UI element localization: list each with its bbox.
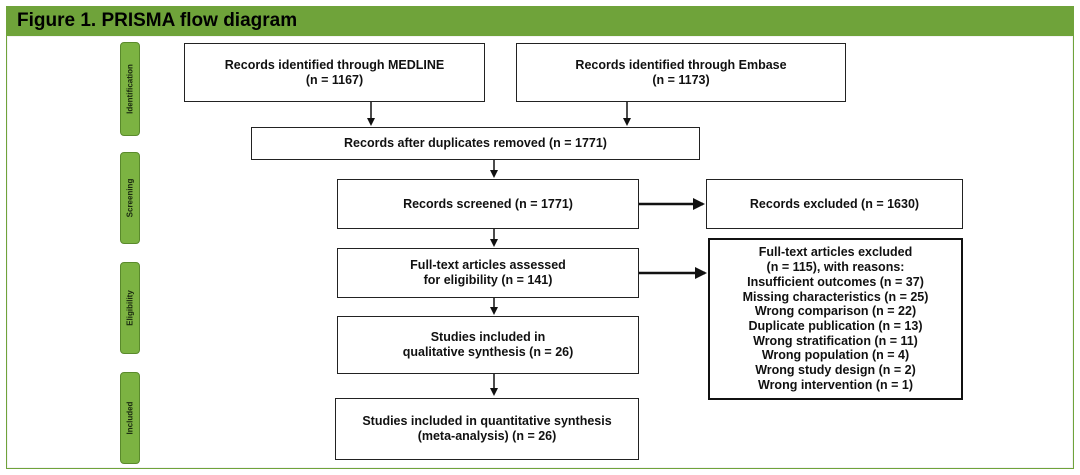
box-embase: Records identified through Embase (n = 1… xyxy=(516,43,846,102)
box-quantitative-synthesis: Studies included in quantitative synthes… xyxy=(335,398,639,460)
figure-title: Figure 1. PRISMA flow diagram xyxy=(17,10,298,31)
box-fulltext-assessed-line2: for eligibility (n = 141) xyxy=(423,273,553,287)
box-quantitative-line2: (meta-analysis) (n = 26) xyxy=(417,429,557,443)
box-records-screened: Records screened (n = 1771) xyxy=(337,179,639,229)
box-qualitative-line2: qualitative synthesis (n = 26) xyxy=(402,345,574,359)
phase-label-included: Included xyxy=(120,372,140,464)
phase-label-screening: Screening xyxy=(120,152,140,244)
box-medline-line2: (n = 1167) xyxy=(305,72,364,87)
phase-label-identification: Identification xyxy=(120,42,140,136)
fulltext-excluded-title: Full-text articles excluded xyxy=(758,245,913,260)
reason-item: Insufficient outcomes (n = 37) xyxy=(747,274,924,289)
box-fulltext-excluded: Full-text articles excluded (n = 115), w… xyxy=(708,238,963,400)
box-embase-line1: Records identified through Embase xyxy=(575,57,787,72)
fulltext-excluded-count: (n = 115), with reasons: xyxy=(766,260,905,275)
box-records-excluded: Records excluded (n = 1630) xyxy=(706,179,963,229)
box-fulltext-assessed: Full-text articles assessed for eligibil… xyxy=(337,248,639,298)
box-after-duplicates-line1: Records after duplicates removed (n = 17… xyxy=(344,136,607,150)
reason-item: Wrong stratification (n = 11) xyxy=(753,333,918,348)
box-embase-line2: (n = 1173) xyxy=(652,72,710,87)
box-fulltext-assessed-line1: Full-text articles assessed xyxy=(410,258,566,272)
figure-header: Figure 1. PRISMA flow diagram xyxy=(6,6,1074,36)
box-qualitative-synthesis: Studies included in qualitative synthesi… xyxy=(337,316,639,374)
box-qualitative-line1: Studies included in xyxy=(430,330,546,344)
reason-item: Wrong study design (n = 2) xyxy=(755,363,916,378)
reason-item: Duplicate publication (n = 13) xyxy=(748,319,923,333)
box-records-screened-line1: Records screened (n = 1771) xyxy=(403,196,573,211)
box-after-duplicates: Records after duplicates removed (n = 17… xyxy=(251,127,700,160)
reason-item: Wrong intervention (n = 1) xyxy=(758,377,913,392)
box-medline: Records identified through MEDLINE (n = … xyxy=(184,43,485,102)
phase-label-eligibility: Eligibility xyxy=(120,262,140,354)
box-records-excluded-line1: Records excluded (n = 1630) xyxy=(749,196,920,211)
box-medline-line1: Records identified through MEDLINE xyxy=(224,57,445,72)
reason-item: Wrong comparison (n = 22) xyxy=(754,304,917,319)
reason-item: Missing characteristics (n = 25) xyxy=(742,289,929,304)
fulltext-excluded-reasons: Full-text articles excluded (n = 115), w… xyxy=(743,245,929,392)
box-quantitative-line1: Studies included in quantitative synthes… xyxy=(362,414,612,428)
reason-item: Wrong population (n = 4) xyxy=(761,348,910,363)
